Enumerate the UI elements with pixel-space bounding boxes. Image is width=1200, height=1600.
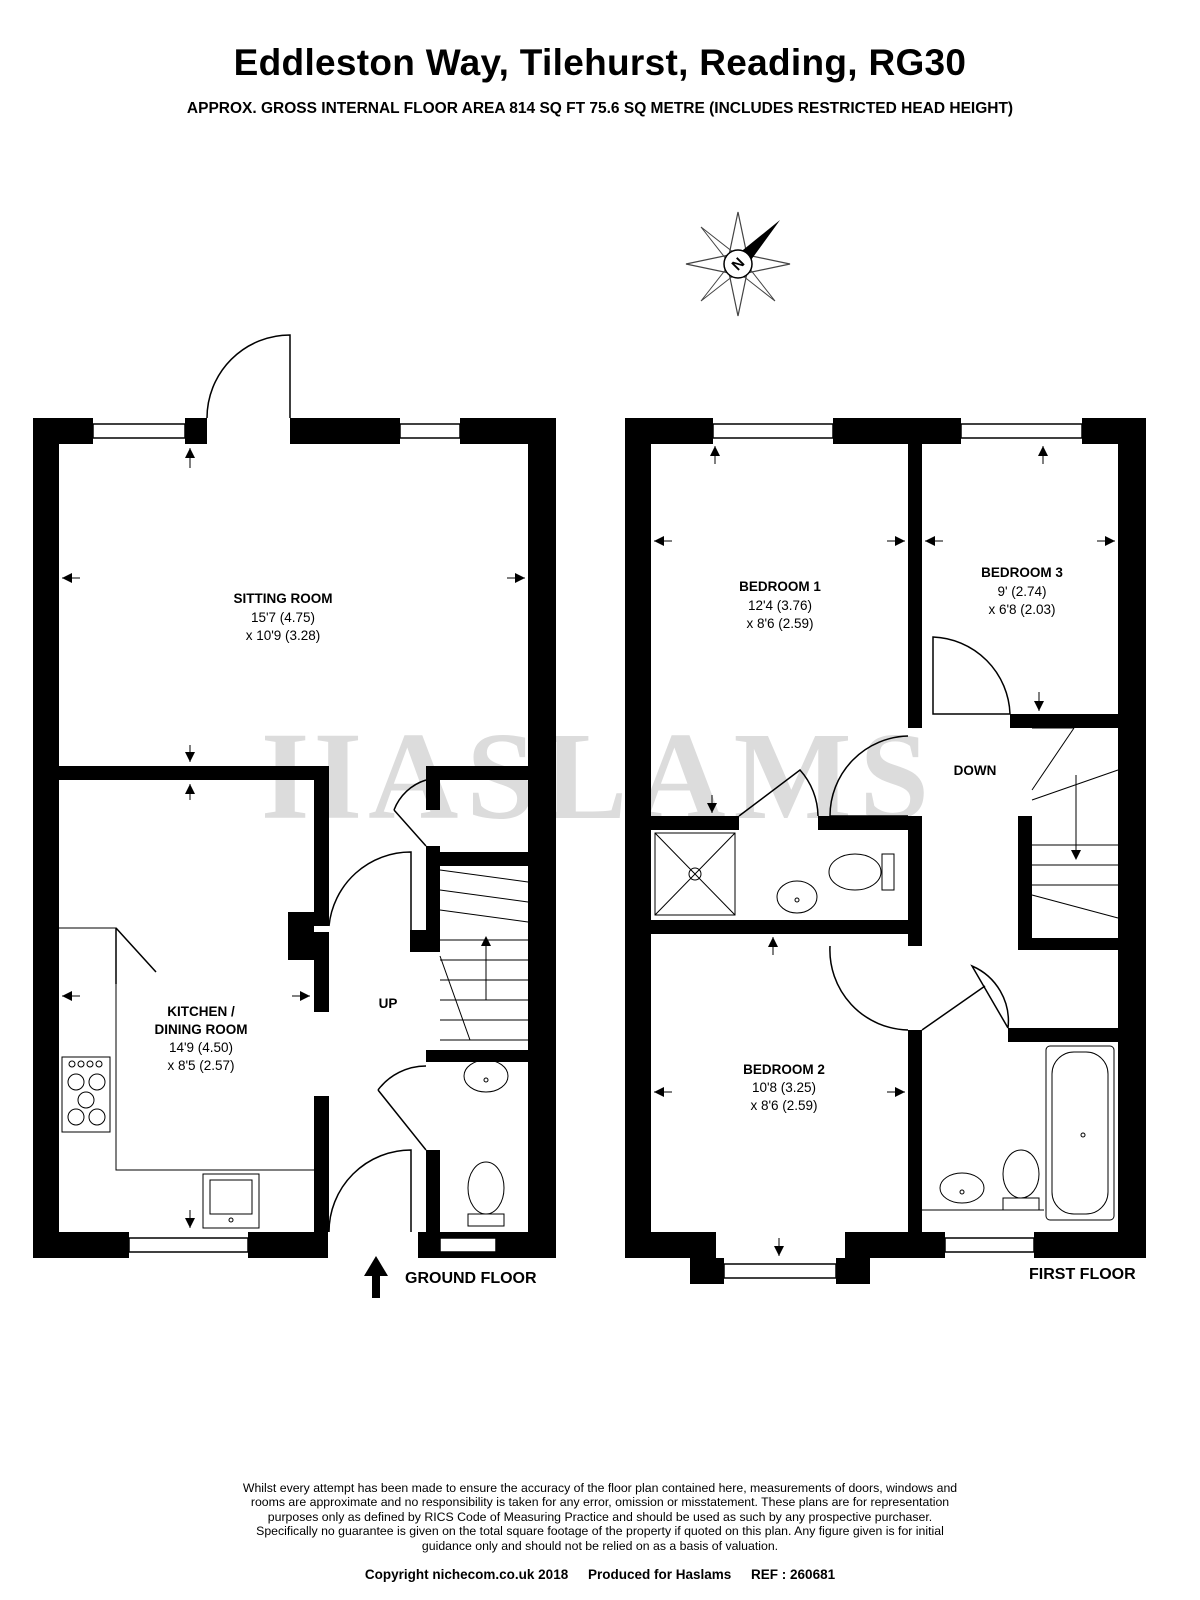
page-title: Eddleston Way, Tilehurst, Reading, RG30: [233, 42, 967, 83]
sitting-room-dim1: 15'7 (4.75): [251, 610, 315, 625]
first-floor-doors: [738, 636, 1011, 1031]
disclaimer-line: purposes only as defined by RICS Code of…: [267, 1509, 933, 1524]
first-floor-arrows: [654, 446, 1115, 1256]
disclaimer-line: Whilst every attempt has been made to en…: [242, 1481, 958, 1495]
bedroom-1-name: BEDROOM 1: [739, 579, 821, 594]
bedroom-1-dim1: 12'4 (3.76): [748, 598, 812, 613]
ground-floor-labels: SITTING ROOM 15'7 (4.75) x 10'9 (3.28) K…: [155, 591, 537, 1287]
ground-floor-plan: [33, 418, 556, 1258]
compass-icon: N: [685, 211, 791, 317]
disclaimer-line: guidance only and should not be relied o…: [421, 1538, 779, 1553]
disclaimer-line: Specifically no guarantee is given on th…: [256, 1524, 944, 1539]
stairs-down-label: DOWN: [954, 763, 997, 778]
bedroom-2-dim2: x 8'6 (2.59): [750, 1098, 817, 1113]
bedroom-3-dim2: x 6'8 (2.03): [988, 602, 1055, 617]
copyright-text: Copyright nichecom.co.uk 2018: [364, 1567, 569, 1582]
reference-text: REF : 260681: [751, 1567, 836, 1582]
disclaimer: Whilst every attempt has been made to en…: [190, 1481, 1010, 1553]
kitchen-name-line2: DINING ROOM: [155, 1022, 248, 1037]
disclaimer-line: rooms are approximate and no responsibil…: [250, 1495, 950, 1510]
ground-floor-windows: [92, 423, 497, 1253]
entrance-arrow-icon: [364, 1256, 388, 1298]
footer: Copyright nichecom.co.uk 2018 Produced f…: [0, 1567, 1200, 1582]
bedroom-2-name: BEDROOM 2: [743, 1062, 825, 1077]
first-floor-fixtures: [654, 727, 1119, 1221]
ground-floor-label: GROUND FLOOR: [405, 1270, 537, 1287]
sitting-room-name: SITTING ROOM: [234, 591, 333, 606]
produced-for-text: Produced for Haslams: [587, 1567, 732, 1582]
ground-floor-fixtures: [59, 869, 529, 1229]
ground-floor-doors: [115, 334, 427, 1233]
first-floor-plan: [625, 418, 1146, 1284]
sitting-room-dim2: x 10'9 (3.28): [246, 628, 321, 643]
kitchen-dim1: 14'9 (4.50): [169, 1040, 233, 1055]
first-floor-windows: [712, 423, 1083, 1279]
stairs-up-label: UP: [379, 996, 398, 1011]
bedroom-1-dim2: x 8'6 (2.59): [746, 616, 813, 631]
first-floor-label: FIRST FLOOR: [1029, 1266, 1136, 1283]
bedroom-3-dim1: 9' (2.74): [997, 584, 1046, 599]
ground-floor-arrows: [62, 448, 525, 1298]
kitchen-dim2: x 8'5 (2.57): [167, 1058, 234, 1073]
floor-area-subtitle: APPROX. GROSS INTERNAL FLOOR AREA 814 SQ…: [186, 100, 1014, 117]
first-floor-labels: BEDROOM 1 12'4 (3.76) x 8'6 (2.59) BEDRO…: [739, 565, 1136, 1283]
bedroom-2-dim1: 10'8 (3.25): [752, 1080, 816, 1095]
bedroom-3-name: BEDROOM 3: [981, 565, 1063, 580]
kitchen-name: KITCHEN /: [167, 1004, 235, 1019]
